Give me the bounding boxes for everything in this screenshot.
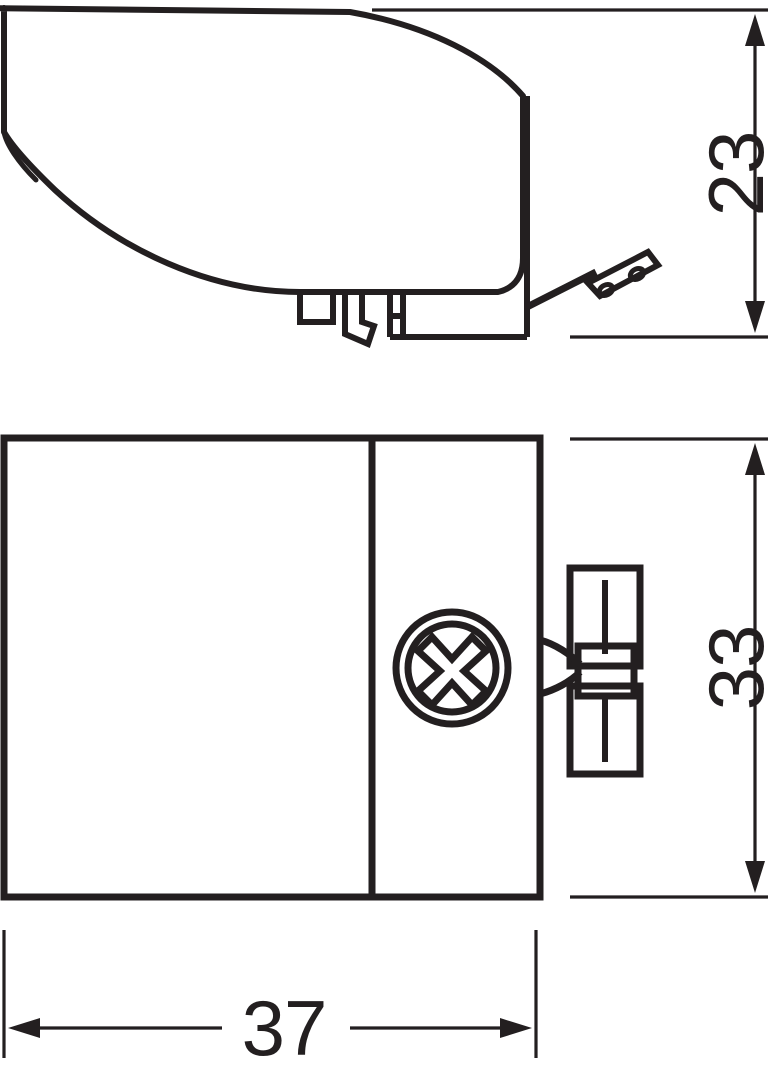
screw-cross-slot <box>412 631 492 711</box>
connector-contact-dimple-2 <box>627 266 647 282</box>
phillips-screw <box>392 608 512 728</box>
bottom-plan-view: 33 37 <box>0 434 780 1066</box>
arrow-head-33-up <box>745 443 765 475</box>
arrow-head-23-up <box>745 14 765 46</box>
connector-terminal-body <box>583 248 663 300</box>
mounting-clip-2-hook <box>342 290 378 349</box>
connector-contact-dimple-1 <box>596 282 616 298</box>
screw-outer-ring <box>392 608 512 728</box>
arrow-head-23-down <box>745 301 765 333</box>
dimension-label-33: 33 <box>692 626 780 711</box>
dimension-depth-33: 33 <box>570 437 780 899</box>
terminal-lower-barrel <box>566 682 644 778</box>
side-elevation-view: 23 <box>0 5 780 349</box>
terminal-lead-lower <box>539 669 583 698</box>
dimension-width-37: 37 <box>2 930 538 1066</box>
dimension-label-23: 23 <box>692 132 780 217</box>
terminal-lead-upper <box>538 636 583 667</box>
connector-lead-wire <box>525 268 598 311</box>
terminal-connector-block <box>538 564 644 778</box>
arrow-head-37-right <box>500 1018 532 1038</box>
arrow-head-37-left <box>8 1018 40 1038</box>
screw-inner-ring <box>404 620 500 716</box>
dimension-height-23: 23 <box>372 8 780 339</box>
mounting-clip-1 <box>297 290 336 325</box>
housing-nose-fillet <box>1 129 39 183</box>
arrow-head-33-down <box>745 861 765 893</box>
plan-housing-outline <box>0 434 544 901</box>
dimension-label-37: 37 <box>242 984 327 1066</box>
connector-lead-assembly <box>525 248 663 311</box>
terminal-upper-barrel <box>566 564 644 670</box>
